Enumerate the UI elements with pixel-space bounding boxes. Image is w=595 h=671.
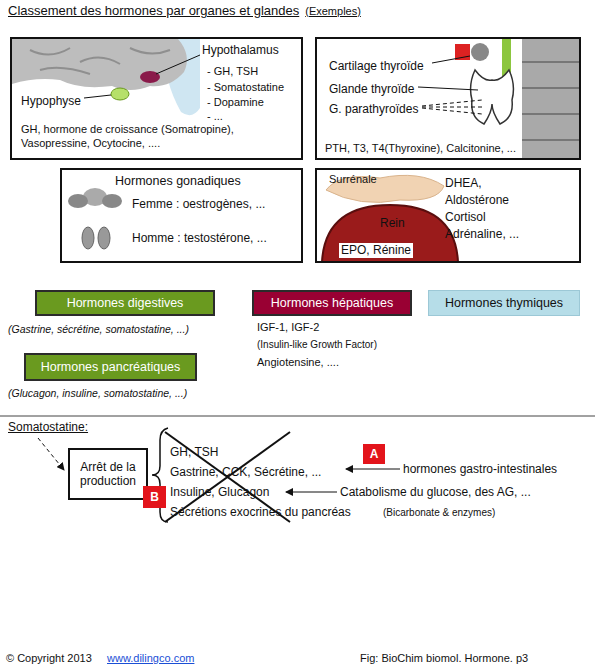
node-text: Hypothalamus (202, 43, 279, 58)
label-text: hormones gastro-intestinales (403, 462, 557, 476)
ovary-shape (68, 194, 88, 208)
node-text: Femme : oestrogènes, ... (132, 197, 265, 212)
label-text: Gastrine, CCK, Sécrétine, ... (170, 465, 321, 479)
leader-line (432, 56, 470, 63)
node-text: Hormones hépatiques (271, 296, 393, 311)
label-text: Angiotensine, .... (257, 356, 339, 369)
organ-box: Hypothalamus - GH, TSH - Somatostatine- Do… (10, 37, 303, 160)
label-text: (Glucagon, insuline, somatostatine, ...) (8, 387, 187, 400)
node-text: Homme : testostérone, ... (132, 231, 267, 246)
node-text: GH, hormone de croissance (Somatropine),… (21, 123, 283, 151)
node-text: Rein (380, 216, 405, 231)
process-box: Arrêt de la production (68, 448, 148, 500)
node-text: EPO, Rénine (339, 243, 413, 258)
hypophyse-shape (111, 88, 129, 100)
title-text: Classement des hormones par organes et g… (8, 3, 299, 18)
leader-line (422, 100, 482, 114)
category-band: Hormones thymiques (428, 290, 580, 316)
category-band: Hormones digestives (35, 290, 215, 316)
pointer-arrow (346, 469, 400, 470)
pointer-arrow (286, 492, 337, 493)
label-text: (Insulin-like Growth Factor) (257, 339, 377, 351)
testis-shape (98, 227, 110, 249)
title-row: Classement des hormones par organes et g… (8, 3, 361, 18)
node-text: G. parathyroïdes (329, 102, 418, 117)
node-text: - Somatostatine (207, 81, 284, 95)
separator-line (0, 416, 595, 417)
ovary-shape (102, 194, 122, 208)
category-band: Hormones pancréatiques (24, 353, 197, 381)
label-text: IGF-1, IGF-2 (257, 321, 319, 334)
node-text: DHEA, (445, 176, 482, 191)
callout-square: B (143, 486, 166, 508)
cartilage-shape (471, 43, 489, 61)
label-text: www.dilingco.com (107, 652, 194, 665)
node-text: Adrénaline, ... (445, 227, 519, 242)
category-band: Hormones hépatiques (252, 290, 412, 316)
label-text: GH, TSH (170, 445, 218, 459)
vertebra-line (522, 62, 579, 140)
caption-text: Fig: BioChim biomol. Hormone. p3 (360, 652, 528, 665)
organ-box: Hormones gonadiquesFemme : oestrogènes, … (60, 168, 303, 263)
brain-fold (30, 48, 170, 74)
thyroid-shape (471, 70, 514, 124)
hypothalamus-shape (140, 71, 160, 83)
node-text: - Dopamine (207, 96, 264, 110)
node-text: Surrénale (329, 173, 377, 187)
label-text: (Exemples) (305, 5, 361, 17)
label-text: Catabolisme du glucose, des AG, ... (340, 485, 531, 499)
leader-line (418, 87, 478, 90)
label-text: Sécrétions exocrines du pancréas (170, 505, 351, 519)
organ-box: Cartilage thyroïdeGlande thyroïde G. para… (315, 37, 581, 160)
label-text: (Gastrine, sécrétine, somatostatine, ...… (8, 323, 189, 336)
testis-shape (82, 227, 94, 249)
brain-shape (12, 39, 187, 90)
input-arrow (38, 438, 64, 470)
node-text: B (150, 490, 159, 504)
spine-shape (522, 39, 579, 158)
node-text: Hormones gonadiques (115, 174, 241, 190)
node-text: A (370, 447, 379, 461)
organ-box: Surrénale DHEA, AldostéroneCortisolAdrénal… (315, 168, 581, 263)
node-text: Aldostérone (445, 193, 509, 208)
node-text: Hormones pancréatiques (41, 360, 181, 375)
node-text: Hypophyse (21, 94, 81, 109)
callout-square: A (363, 444, 385, 464)
label-text: © Copyright 2013 (6, 652, 92, 665)
label-text: Somatostatine: (8, 420, 88, 434)
leader-line (84, 95, 111, 98)
node-text: PTH, T3, T4(Thyroxine), Calcitonine, ... (325, 142, 516, 156)
node-text: Cortisol (445, 210, 486, 225)
label-text: Insuline, Glucagon (170, 485, 269, 499)
node-text: Arrêt de la production (72, 460, 144, 489)
node-text: Cartilage thyroïde (329, 59, 424, 74)
node-text: Hormones thymiques (445, 296, 563, 311)
leader-line (156, 55, 200, 74)
label-text: (Bicarbonate & enzymes) (383, 507, 495, 519)
node-text: Hormones digestives (67, 296, 184, 311)
node-text: - GH, TSH (207, 65, 258, 79)
node-text: Glande thyroïde (329, 82, 414, 97)
kidney-shape (322, 205, 458, 262)
node-text: - ... (207, 110, 223, 124)
